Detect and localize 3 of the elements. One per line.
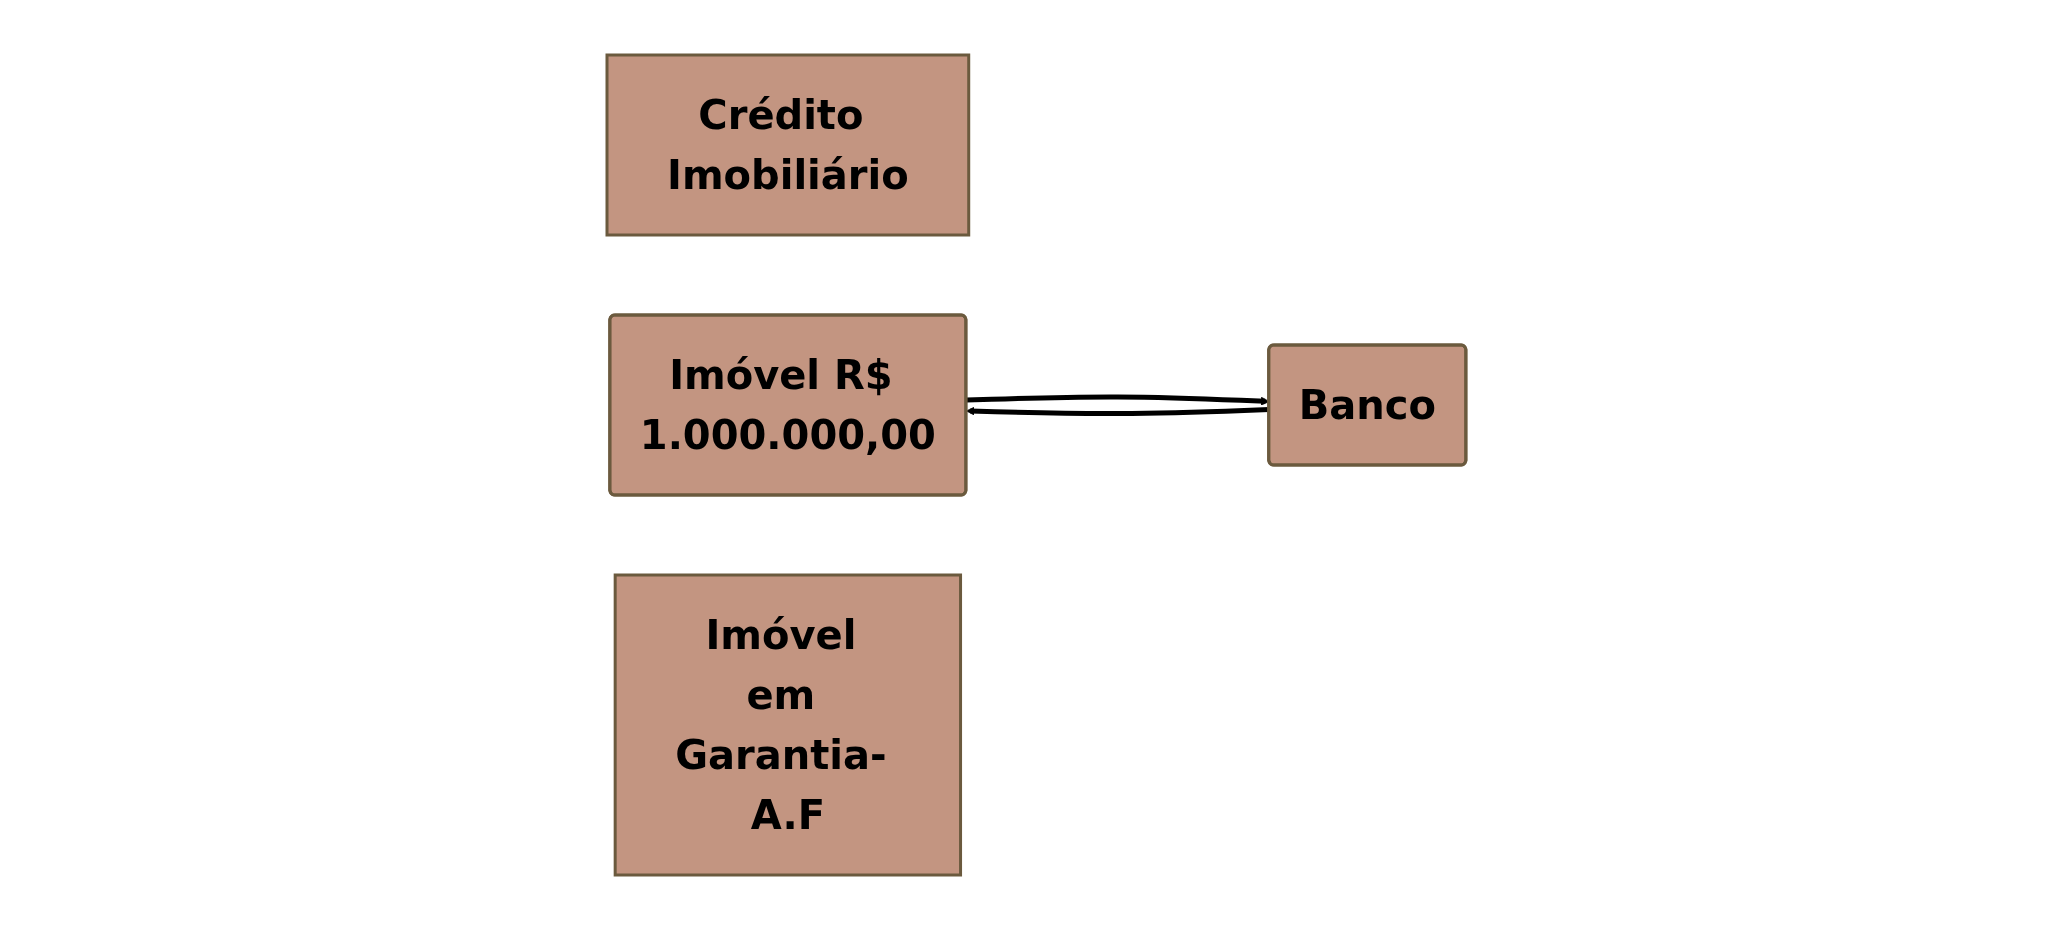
arrow bbox=[965, 406, 1269, 416]
node-box: Imóvel em Garantia- A.F bbox=[613, 573, 962, 876]
node-box: Crédito Imobiliário bbox=[605, 53, 970, 236]
